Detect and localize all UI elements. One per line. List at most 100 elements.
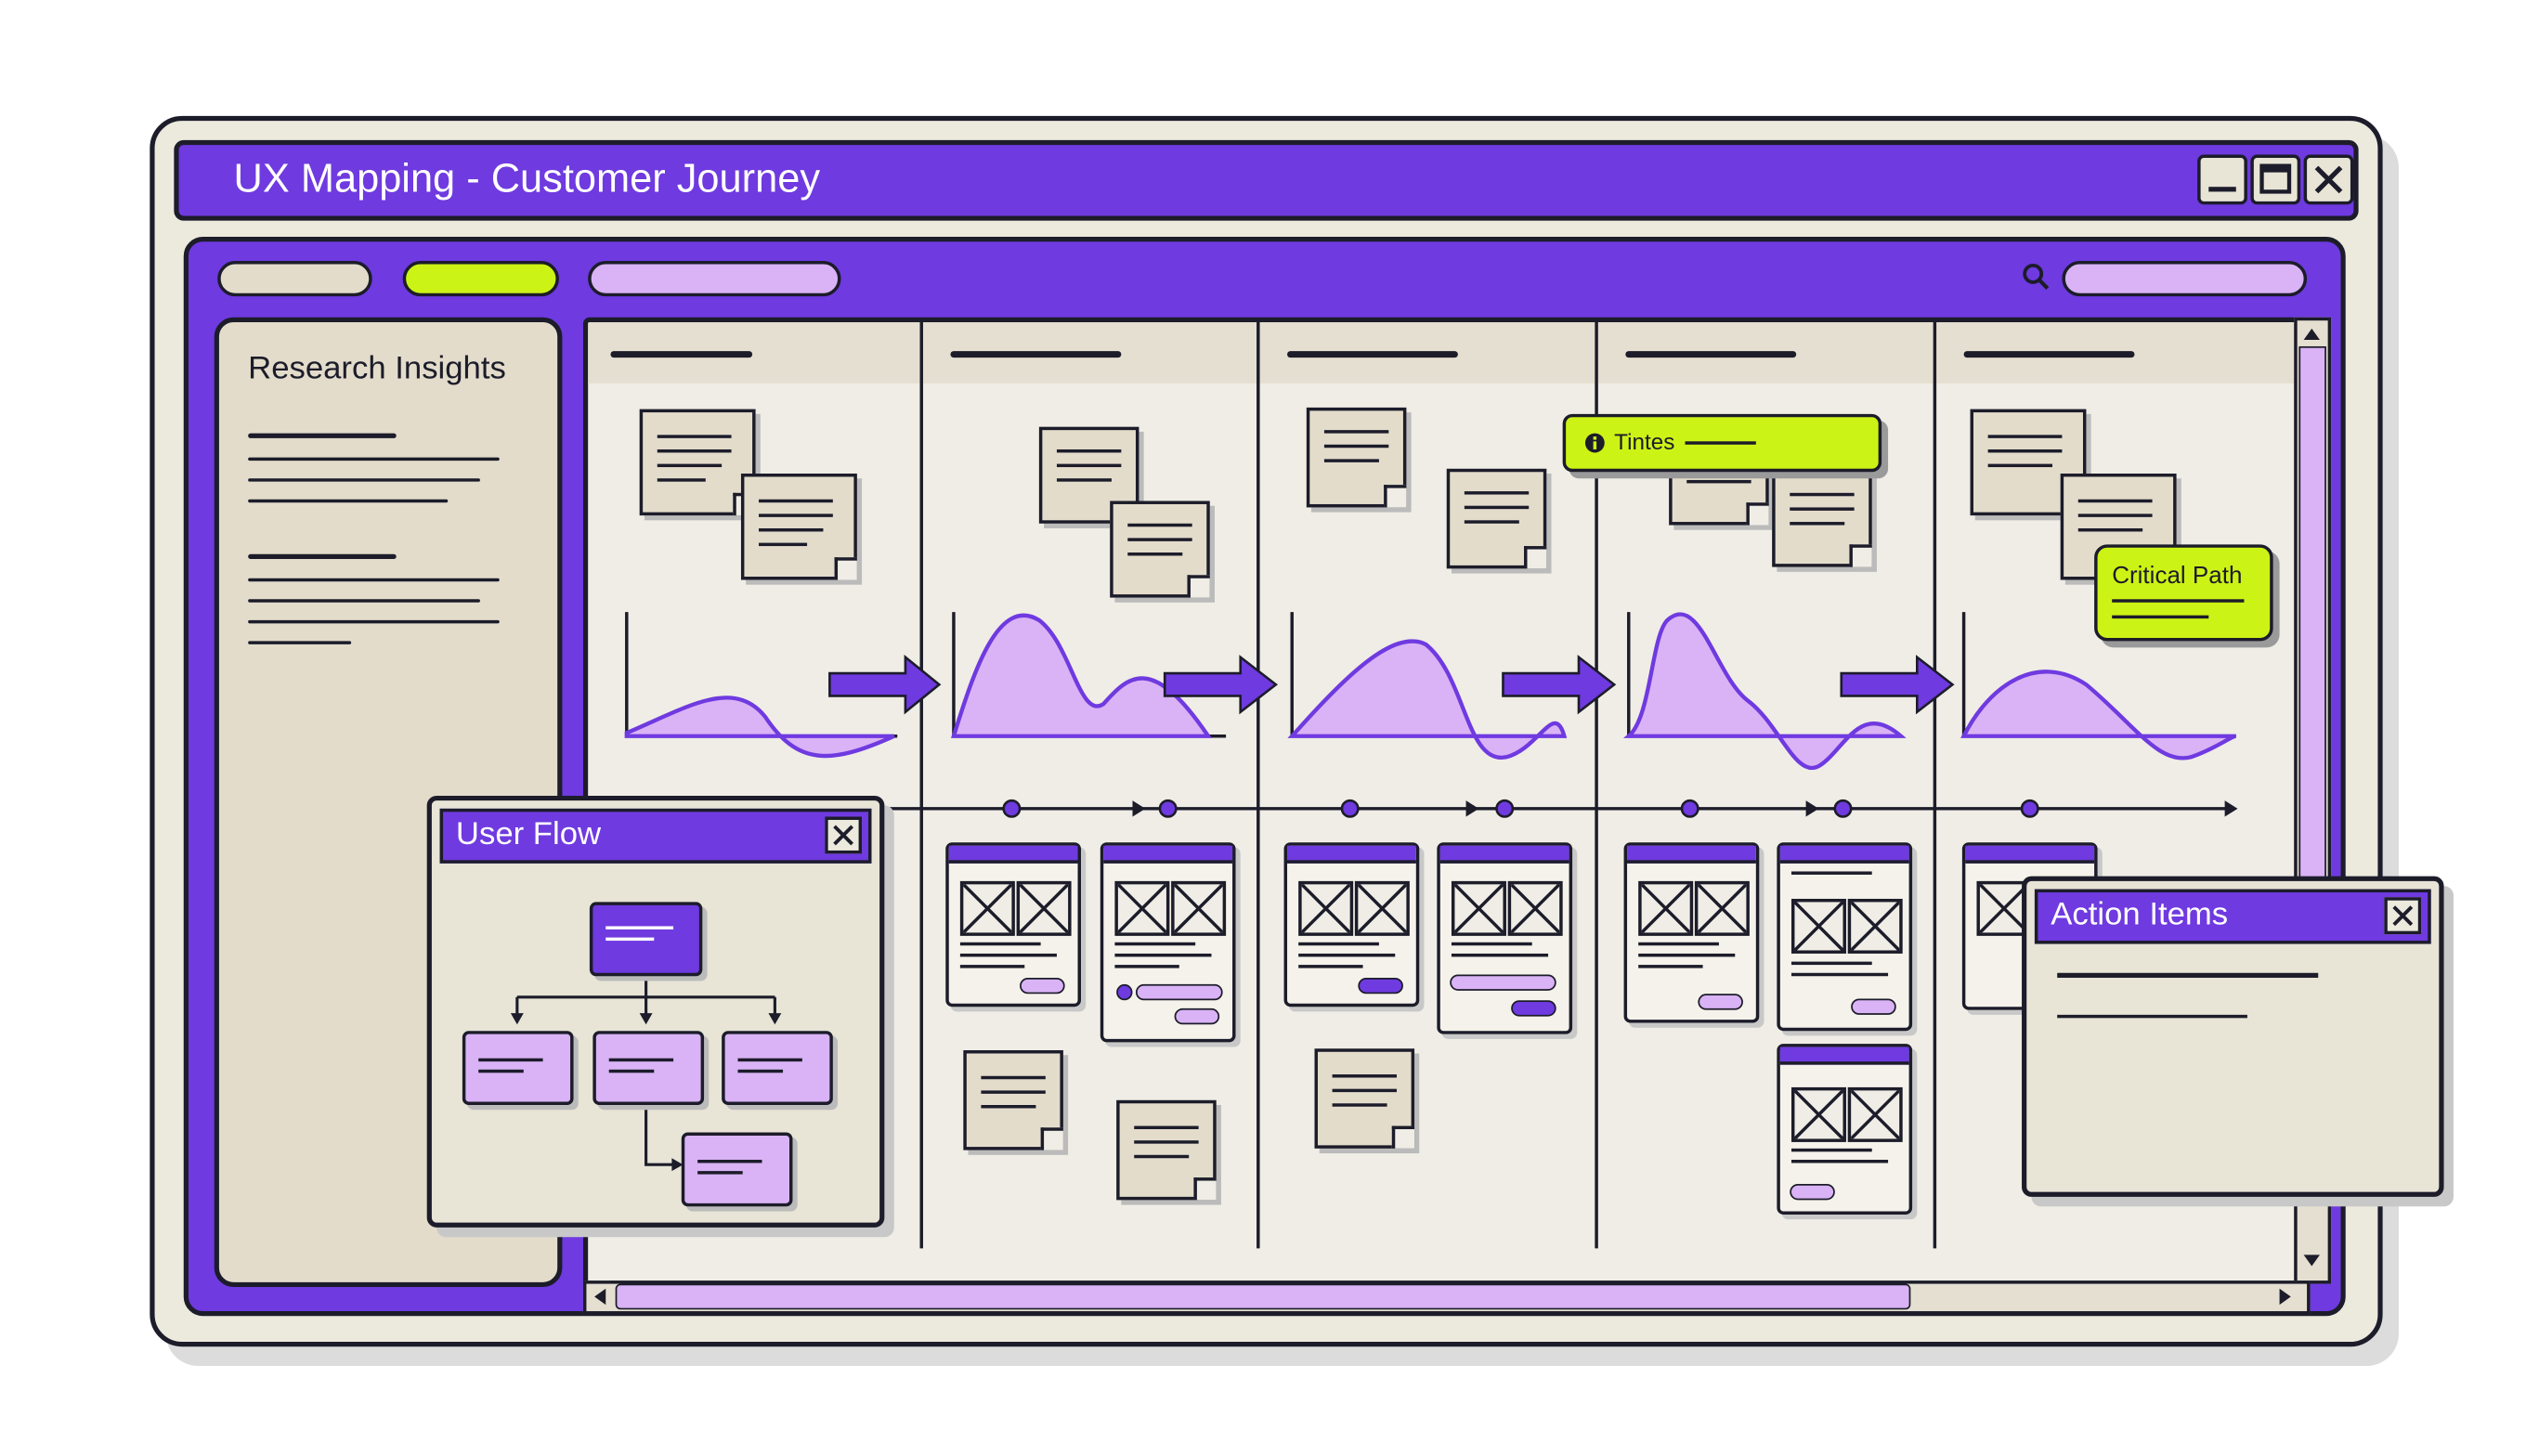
stage-header-3[interactable] — [1259, 321, 1595, 384]
research-note[interactable] — [1772, 467, 1872, 567]
image-placeholder-icon — [1354, 880, 1410, 936]
flow-node[interactable] — [462, 1031, 574, 1106]
minimize-button[interactable] — [2197, 154, 2247, 205]
critical-path-line — [2112, 615, 2209, 619]
stage-header-2[interactable] — [922, 321, 1257, 384]
image-placeholder-icon — [1507, 880, 1563, 936]
journey-timeline — [878, 799, 2238, 818]
info-icon — [1584, 433, 1605, 453]
user-flow-title: User Flow — [455, 816, 602, 852]
research-note[interactable] — [1306, 407, 1407, 508]
stage-header-line — [1963, 351, 2135, 358]
critical-path-line — [2112, 599, 2245, 603]
arrow-down-icon[interactable] — [2300, 1252, 2323, 1271]
research-note[interactable] — [1446, 468, 1547, 569]
stage-divider — [1256, 321, 1260, 1249]
close-icon — [833, 825, 854, 846]
image-placeholder-icon — [1694, 880, 1750, 936]
arrow-right-icon[interactable] — [2273, 1285, 2296, 1307]
toolbar-pill-1[interactable] — [217, 261, 372, 297]
flow-node-start[interactable] — [589, 902, 703, 977]
stage-divider — [919, 321, 923, 1249]
insight-text-line — [248, 641, 352, 644]
toolbar-pill-active[interactable] — [402, 261, 559, 297]
image-placeholder-icon — [1847, 898, 1903, 954]
sidebar-title: Research Insights — [248, 351, 506, 387]
wireframe-screen[interactable] — [1437, 842, 1573, 1034]
title-bar[interactable]: UX Mapping - Customer Journey — [174, 139, 2359, 221]
critical-path-label: Critical Path — [2112, 562, 2243, 590]
stage-header-5[interactable] — [1936, 321, 2304, 384]
insight-text-line — [248, 578, 500, 582]
action-items-close-button[interactable] — [2384, 897, 2422, 935]
wireframe-screen[interactable] — [945, 842, 1081, 1008]
user-flow-title-bar[interactable]: User Flow — [439, 808, 872, 864]
horizontal-scroll-thumb[interactable] — [615, 1283, 1911, 1310]
stage-header-line — [610, 351, 753, 358]
wireframe-screen[interactable] — [1100, 842, 1236, 1043]
action-item-line — [2057, 972, 2319, 978]
insight-text-line — [248, 478, 480, 482]
wireframe-screen[interactable] — [1777, 1044, 1913, 1215]
wireframe-screen[interactable] — [1777, 842, 1913, 1032]
image-placeholder-icon — [1114, 880, 1170, 936]
research-note[interactable] — [1116, 1099, 1217, 1201]
arrow-right-icon — [1163, 655, 1279, 715]
flow-node[interactable] — [592, 1031, 705, 1106]
stage-divider — [1595, 321, 1598, 1249]
close-icon — [2314, 165, 2343, 194]
research-note[interactable] — [963, 1050, 1063, 1150]
flow-node[interactable] — [681, 1132, 793, 1207]
tinted-sticky[interactable]: Tintes — [1562, 413, 1882, 473]
window-title: UX Mapping - Customer Journey — [233, 156, 821, 202]
user-flow-close-button[interactable] — [825, 816, 863, 854]
image-placeholder-icon — [1790, 1086, 1846, 1142]
wireframe-screen[interactable] — [1283, 842, 1420, 1008]
image-placeholder-icon — [1298, 880, 1354, 936]
tinted-sticky-line — [1685, 441, 1756, 445]
action-items-panel[interactable]: Action Items — [2022, 876, 2444, 1197]
close-button[interactable] — [2303, 154, 2354, 205]
research-note[interactable] — [1314, 1048, 1415, 1149]
arrow-up-icon[interactable] — [2300, 324, 2323, 344]
action-items-title-bar[interactable]: Action Items — [2034, 889, 2431, 944]
image-placeholder-icon — [1790, 898, 1846, 954]
arrow-right-icon — [1840, 655, 1955, 715]
user-flow-panel[interactable]: User Flow — [426, 795, 885, 1228]
tinted-sticky-label: Tintes — [1614, 428, 1675, 455]
insight-heading-line — [248, 433, 397, 438]
stage-header-line — [1625, 351, 1797, 358]
maximize-button[interactable] — [2250, 154, 2301, 205]
insight-text-line — [248, 457, 500, 462]
insight-heading-line — [248, 553, 397, 559]
stage-divider — [1933, 321, 1937, 1249]
stage-header-4[interactable] — [1597, 321, 1934, 384]
horizontal-scrollbar[interactable] — [582, 1280, 2311, 1315]
flow-connectors — [510, 971, 782, 1172]
flow-node[interactable] — [722, 1031, 833, 1106]
emotion-curve-layer — [624, 612, 2237, 770]
insight-text-line — [248, 499, 449, 503]
insight-text-line — [248, 619, 500, 624]
stage-header-line — [1287, 351, 1458, 358]
arrow-left-icon[interactable] — [590, 1285, 612, 1307]
search-input[interactable] — [2062, 261, 2308, 297]
vertical-scroll-thumb[interactable] — [2298, 345, 2326, 881]
image-placeholder-icon — [1171, 880, 1227, 936]
image-placeholder-icon — [1451, 880, 1506, 936]
action-items-title: Action Items — [2051, 897, 2229, 933]
minimize-icon — [2208, 187, 2236, 192]
research-note[interactable] — [740, 474, 857, 580]
research-note[interactable] — [1110, 500, 1210, 598]
critical-path-sticky[interactable]: Critical Path — [2094, 544, 2273, 642]
close-icon — [2392, 905, 2414, 927]
toolbar-pill-3[interactable] — [588, 261, 841, 297]
stage-header-line — [950, 351, 1122, 358]
research-note[interactable] — [639, 409, 756, 516]
arrow-right-icon — [828, 655, 942, 715]
image-placeholder-icon — [1638, 880, 1694, 936]
wireframe-screen[interactable] — [1623, 842, 1760, 1023]
search-icon[interactable] — [2022, 263, 2051, 292]
arrow-right-icon — [1502, 655, 1617, 715]
stage-header-1[interactable] — [588, 321, 920, 384]
